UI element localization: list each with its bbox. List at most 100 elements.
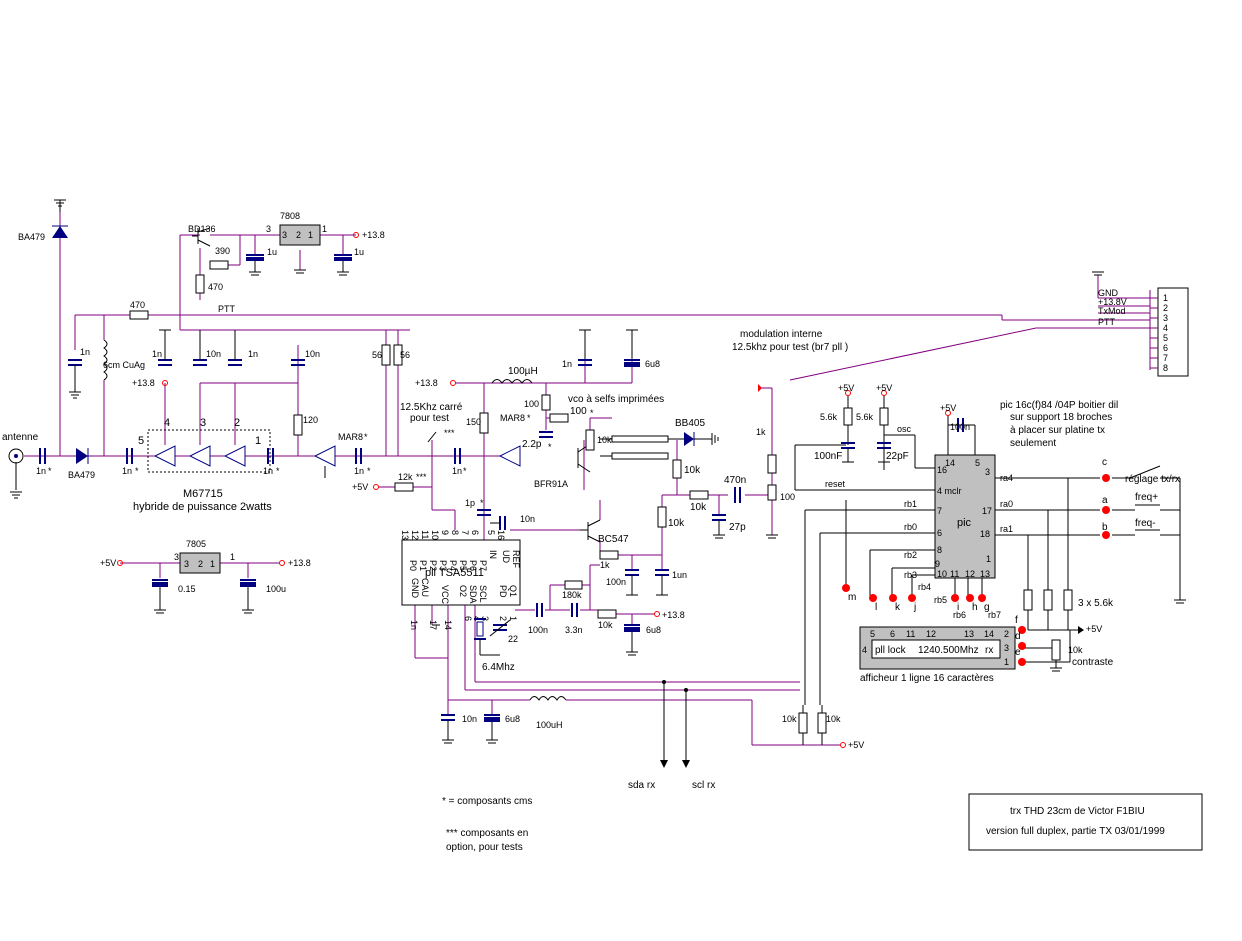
svg-text:10k: 10k: [598, 620, 613, 630]
supply-5v-a: +5V: [352, 482, 379, 492]
svg-text:27p: 27p: [729, 522, 746, 533]
svg-text:5: 5: [870, 629, 875, 639]
resistors-3x56k: 3 x 5.6k: [1023, 589, 1114, 611]
svg-text:GND: GND: [410, 578, 420, 599]
connection-dot: [869, 594, 877, 602]
svg-text:hybride de puissance 2watts: hybride de puissance 2watts: [133, 501, 272, 513]
connection-dot-letter: m: [848, 592, 856, 603]
svg-text:réglage tx/rx: réglage tx/rx: [1125, 474, 1180, 485]
connector-pin-number: 1: [1163, 293, 1168, 303]
amp-mar8-b: MAR8 *: [498, 413, 531, 467]
inductor-6cm: 6cm CuAg: [103, 339, 145, 381]
amp-mar8-a: MAR8 *: [313, 432, 368, 478]
cap-10n-pll: 10n: [490, 514, 535, 530]
supply-138-b: +13.8: [132, 378, 168, 388]
svg-text:3: 3: [200, 417, 206, 429]
svg-text:13: 13: [964, 629, 974, 639]
svg-text:100n: 100n: [606, 577, 626, 587]
svg-text:ra4: ra4: [1000, 473, 1013, 483]
svg-text:100n: 100n: [528, 625, 548, 635]
svg-text:1: 1: [255, 435, 261, 447]
svg-text:+13.8: +13.8: [288, 558, 311, 568]
pushbuttons: c a b réglage tx/rx freq+ freq-: [1102, 457, 1186, 604]
connection-dot: [908, 594, 916, 602]
svg-text:1: 1: [508, 616, 518, 621]
svg-text:rb2: rb2: [904, 550, 917, 560]
svg-text:2: 2: [198, 559, 203, 569]
svg-text:3.3n: 3.3n: [565, 625, 583, 635]
resistor-12k: 12k ***: [394, 472, 427, 492]
connector-wiring: [1097, 275, 1151, 370]
svg-text:P0: P0: [408, 560, 418, 571]
svg-text:pic 16c(f)84 /04P boitier dil: pic 16c(f)84 /04P boitier dil: [1000, 400, 1118, 411]
cap-1un: 1un: [655, 569, 687, 596]
svg-text:***: ***: [444, 428, 455, 438]
svg-text:BD136: BD136: [188, 224, 216, 234]
svg-text:10n: 10n: [520, 514, 535, 524]
label-1n-1: 1n: [36, 466, 46, 476]
svg-text:1n: 1n: [562, 359, 572, 369]
svg-text:14: 14: [443, 620, 453, 630]
supply-138-c: +13.8: [415, 378, 456, 388]
pic-16c84: pic 16 4 mclr 7 6 8 9 10 14 5 3 17 18 1 …: [825, 424, 1013, 620]
connector-pin-number: 6: [1163, 343, 1168, 353]
connector-pin-number: 4: [1163, 323, 1168, 333]
varicap-bb405: BB405: [675, 418, 719, 446]
svg-text:12.5khz pour test (br7 pll ): 12.5khz pour test (br7 pll ): [732, 342, 848, 353]
svg-text:0.15: 0.15: [178, 584, 196, 594]
svg-text:*: *: [590, 408, 594, 418]
svg-text:seulement: seulement: [1010, 438, 1056, 449]
transistor-bd136: BD136: [188, 224, 216, 247]
resistor-1k-b: 1k: [599, 550, 619, 570]
svg-text:17: 17: [982, 506, 992, 516]
label-ba479: BA479: [68, 470, 95, 480]
svg-text:56: 56: [372, 350, 382, 360]
vco-printed-lines: vco à selfs imprimées: [568, 394, 690, 460]
connection-dot-letter: l: [875, 602, 877, 613]
pic-note: pic 16c(f)84 /04P boitier dil sur suppor…: [1000, 400, 1118, 449]
svg-text:10k: 10k: [597, 435, 612, 445]
svg-text:3: 3: [174, 552, 179, 562]
connector-pin-number: 2: [1163, 303, 1168, 313]
svg-text:a: a: [1102, 495, 1108, 506]
svg-text:pll lock: pll lock: [875, 645, 907, 656]
svg-text:GND: GND: [1098, 288, 1119, 298]
svg-text:b: b: [1102, 522, 1108, 533]
svg-text:10n: 10n: [305, 349, 320, 359]
svg-text:2: 2: [234, 417, 240, 429]
resistor-100-a: 100: [524, 394, 551, 411]
crystal-6-4mhz: 6.4Mhz: [474, 618, 515, 673]
svg-text:12: 12: [926, 629, 936, 639]
cap-10n-h4: 10n: [291, 349, 320, 366]
svg-text:rb5: rb5: [934, 595, 947, 605]
resistor-10k-g: 10k: [817, 712, 841, 734]
svg-text:ra1: ra1: [1000, 524, 1013, 534]
svg-text:5: 5: [138, 435, 144, 447]
connection-dot: [1018, 626, 1026, 634]
svg-text:9: 9: [935, 559, 940, 569]
svg-text:6u8: 6u8: [646, 625, 661, 635]
svg-text:1n: 1n: [152, 349, 162, 359]
resistor-10k-e: 10k: [597, 609, 617, 630]
svg-text:*: *: [276, 466, 280, 476]
resistor-120: 120: [293, 414, 318, 436]
svg-text:100: 100: [570, 406, 587, 417]
connector-pin-number: 8: [1163, 363, 1168, 373]
cap-100n-a: 100n: [606, 569, 639, 596]
title-block: trx THD 23cm de Victor F1BIU version ful…: [968, 793, 1203, 851]
pll-top-pin: 9: [440, 530, 450, 535]
svg-text:reset: reset: [825, 479, 846, 489]
svg-text:1n: 1n: [409, 620, 419, 630]
cap-1n-vco: 1n: [562, 329, 592, 369]
svg-text:vco à selfs imprimées: vco à selfs imprimées: [568, 394, 664, 405]
svg-text:4: 4: [862, 645, 867, 655]
svg-text:pour test: pour test: [410, 413, 449, 424]
diode-ba479: BA479: [68, 448, 95, 480]
svg-text:100n: 100n: [950, 422, 970, 432]
connection-dot: [1018, 642, 1026, 650]
svg-text:P2: P2: [428, 560, 438, 571]
svg-text:180k: 180k: [562, 590, 582, 600]
svg-text:+5V: +5V: [100, 558, 116, 568]
connection-dot-letter: h: [972, 602, 978, 613]
